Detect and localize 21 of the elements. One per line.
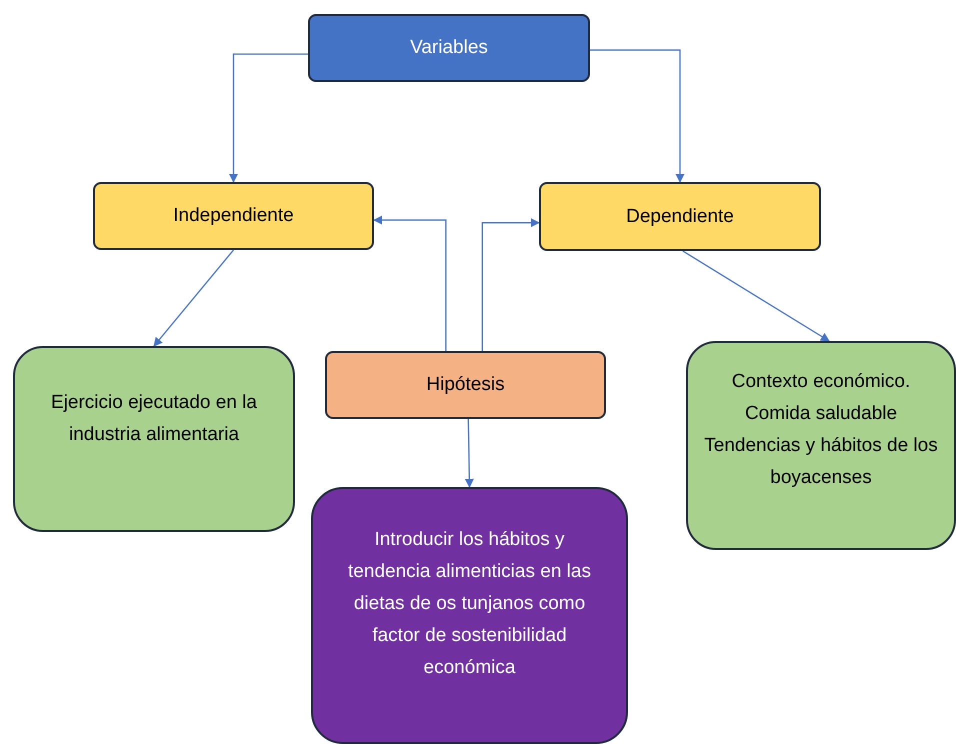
- hypothesis-box: [311, 487, 628, 744]
- node-text: Variables: [410, 36, 488, 60]
- node-text: Hipótesis: [426, 373, 505, 397]
- node-text: Dependiente: [626, 204, 734, 228]
- category-box: [325, 351, 606, 419]
- title-box: [308, 14, 590, 82]
- node-text: Ejercicio ejecutado en la industria alimentaria: [50, 391, 258, 447]
- category-box: [93, 182, 374, 250]
- category-box: [539, 182, 821, 251]
- arrow: [682, 250, 830, 342]
- node-text: Introducir los hábitos y tendencia alimenticias en las dietas de os tunjanos como factor de sostenibilidad económica: [347, 528, 592, 680]
- arrow: [373, 216, 446, 351]
- arrow: [228, 53, 308, 183]
- arrow: [482, 218, 540, 351]
- description-box: [686, 341, 956, 550]
- description-box: [13, 346, 295, 532]
- arrow: [153, 250, 234, 347]
- arrow: [464, 418, 474, 488]
- node-text: Contexto económico. Comida saludable Tendencias y hábitos de los boyacenses: [704, 370, 938, 490]
- arrow: [590, 49, 685, 183]
- node-text: Independiente: [173, 204, 294, 228]
